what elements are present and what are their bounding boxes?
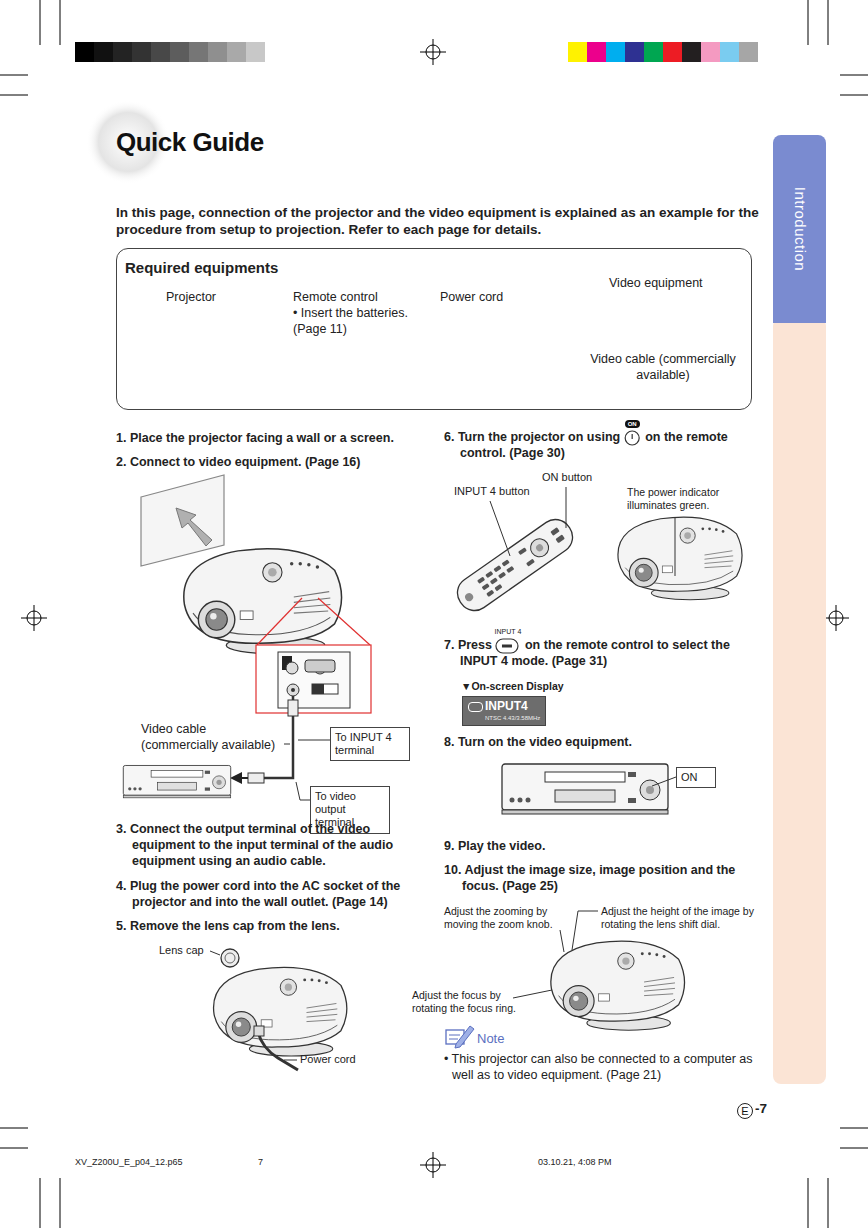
label-text: ▼On-screen Display <box>461 680 611 693</box>
callout-box: ON <box>676 767 716 788</box>
label-text: Note <box>477 1031 537 1047</box>
page-mark: E <box>737 1103 753 1119</box>
label-text: on the remote control. (Page 30) <box>444 429 754 461</box>
label-text: Video cable (commercially available) <box>141 722 286 753</box>
label-text: 10. Adjust the image size, image positio… <box>444 862 754 894</box>
node-text: • Insert the batteries. (Page 11) <box>293 306 433 337</box>
label-text: 5. Remove the lens cap from the lens. <box>116 918 426 934</box>
node-text: INPUT4 <box>485 700 528 712</box>
node-text: E <box>738 1104 752 1118</box>
label-text: XV_Z200U_E_p04_12.p65 <box>75 1157 225 1168</box>
node-text: Remote control <box>293 290 443 306</box>
label-text: Adjust the focus by rotating the focus r… <box>412 989 522 1015</box>
label-text: -7 <box>755 1101 785 1118</box>
node-text: Video equipment <box>609 276 749 292</box>
osd-icon <box>468 702 483 712</box>
equipment-box: Required equipmentsProjector Remote contr… <box>116 248 752 410</box>
label-text: Adjust the zooming by moving the zoom kn… <box>444 905 569 931</box>
label-text: 1. Place the projector facing a wall or … <box>116 430 426 446</box>
node-text: To INPUT 4 terminal <box>335 731 405 757</box>
label-text: INPUT 4 button <box>454 485 544 499</box>
label-text: 4. Plug the power cord into the AC socke… <box>116 878 426 910</box>
label-text: INPUT 4 <box>495 628 522 635</box>
label-text: Adjust the height of the image by rotati… <box>601 905 761 931</box>
node-text: Video cable (commercially available) <box>583 352 743 383</box>
node-text: ON <box>681 771 711 784</box>
section-tab: Introduction <box>773 135 826 323</box>
label-text: on the remote control to select the INPU… <box>444 637 754 669</box>
node-text: Projector <box>166 290 266 306</box>
label-text: Power cord <box>300 1053 380 1067</box>
label-text: 3. Connect the output terminal of the vi… <box>116 821 426 869</box>
node-text: NTSC 4.43/3.58MHz <box>485 715 540 721</box>
node-text: Required equipments <box>125 259 425 278</box>
label-text: • This projector can also be connected t… <box>444 1052 759 1083</box>
label-text: ON <box>625 420 640 428</box>
page-title: Quick Guide <box>116 126 264 159</box>
label-text: 6. Turn the projector on using <box>444 429 620 445</box>
label-text: 2. Connect to video equipment. (Page 16) <box>116 454 426 470</box>
label-text: 9. Play the video. <box>444 838 754 854</box>
label-text: 8. Turn on the video equipment. <box>444 734 754 750</box>
callout-box: To INPUT 4 terminal <box>330 727 410 761</box>
label-text: ON button <box>542 471 622 485</box>
node-text: Power cord <box>440 290 560 306</box>
label-text: Lens cap <box>159 944 219 958</box>
label-text: 7. Press <box>444 637 492 653</box>
label-text: In this page, connection of the projecto… <box>116 205 761 239</box>
osd-box: INPUT4NTSC 4.43/3.58MHz <box>462 696 546 726</box>
label-text: 7 <box>258 1157 278 1168</box>
label-text: 03.10.21, 4:08 PM <box>538 1157 658 1168</box>
label-text: The power indicator illuminates green. <box>627 486 742 512</box>
node-text: Introduction <box>791 187 808 271</box>
